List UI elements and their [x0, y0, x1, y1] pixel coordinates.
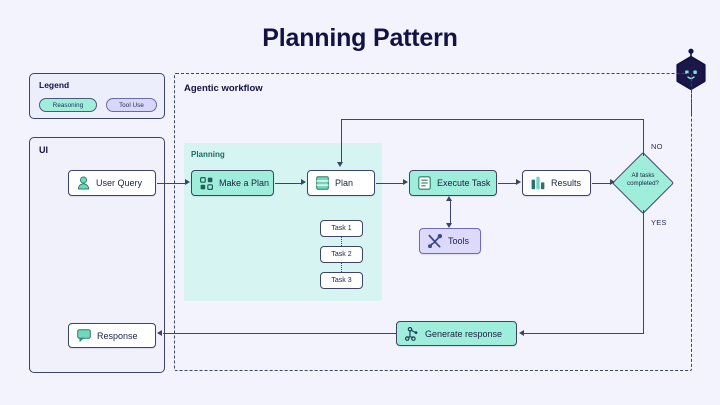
planning-region-title: Planning	[191, 150, 225, 159]
node-response[interactable]: Response	[68, 323, 156, 348]
edge-arrowhead	[157, 330, 162, 336]
node-results[interactable]: Results	[522, 170, 591, 196]
edge-arrowhead	[403, 179, 408, 186]
edge-arrowhead	[337, 162, 343, 167]
task-chip: Task 1	[320, 220, 363, 237]
document-icon	[418, 176, 431, 190]
edge-make-a-plan-to-plan	[275, 182, 301, 184]
message-icon	[77, 329, 91, 342]
task-connector-dots	[341, 263, 342, 272]
edge-arrowhead	[516, 179, 521, 186]
node-response-label: Response	[97, 330, 138, 341]
node-execute-task-label: Execute Task	[437, 178, 491, 188]
node-user-query[interactable]: User Query	[68, 170, 156, 196]
task-connector-dots	[341, 237, 342, 246]
edge-user-query-to-make-a-plan	[157, 182, 185, 184]
decision-all-tasks-completed[interactable]: All tasks completed?	[611, 151, 675, 215]
edge-arrowhead	[185, 179, 190, 186]
node-generate-response[interactable]: Generate response	[396, 321, 517, 346]
edge-no-vertical	[642, 120, 644, 156]
edge-plan-to-execute-task	[376, 182, 403, 184]
edge-results-to-decision	[592, 182, 612, 184]
edge-arrowhead	[446, 223, 452, 228]
page-title: Planning Pattern	[262, 24, 458, 52]
agentic-workflow-panel	[174, 73, 692, 371]
edge-label-yes: YES	[651, 218, 667, 227]
edge-no-horizontal	[341, 119, 644, 121]
edge-yes-vertical	[642, 210, 644, 334]
edge-arrowhead	[301, 179, 306, 186]
user-icon	[77, 176, 90, 190]
legend-panel: Legend Reasoning Tool Use	[29, 73, 165, 119]
edge-arrowhead	[446, 196, 452, 201]
edge-execute-task-tools	[449, 201, 451, 225]
node-plan[interactable]: Plan	[307, 170, 375, 196]
grid-icon	[200, 176, 213, 190]
edge-arrowhead	[610, 179, 615, 186]
edge-yes-horizontal	[524, 333, 643, 335]
edge-arrowhead	[519, 330, 524, 336]
legend-badge-tool-use: Tool Use	[106, 98, 157, 112]
ui-panel-title: UI	[39, 145, 48, 155]
decision-label: All tasks completed?	[611, 172, 675, 189]
node-user-query-label: User Query	[96, 178, 143, 188]
legend-badge-reasoning: Reasoning	[39, 98, 97, 112]
legend-title: Legend	[39, 80, 70, 90]
node-generate-response-label: Generate response	[425, 328, 503, 339]
edge-label-no: NO	[651, 142, 663, 151]
edge-execute-task-to-results	[498, 182, 516, 184]
bar-chart-icon	[531, 176, 545, 190]
edge-generate-response-to-response	[163, 333, 397, 335]
node-make-a-plan[interactable]: Make a Plan	[191, 170, 274, 196]
task-chip: Task 3	[320, 272, 363, 289]
agentic-workflow-title: Agentic workflow	[184, 83, 263, 94]
tools-icon	[428, 234, 442, 248]
node-execute-task[interactable]: Execute Task	[409, 170, 497, 196]
decision-label-line2: completed?	[627, 180, 659, 188]
task-chip: Task 2	[320, 246, 363, 263]
decision-label-line1: All tasks	[631, 172, 655, 179]
network-icon	[405, 326, 419, 341]
node-tools[interactable]: Tools	[419, 228, 481, 254]
robot-connector-dashed	[691, 90, 692, 114]
stack-icon	[316, 176, 329, 190]
node-results-label: Results	[551, 178, 582, 188]
node-plan-label: Plan	[335, 178, 354, 188]
edge-no-down-to-plan	[340, 119, 342, 163]
node-tools-label: Tools	[448, 236, 470, 246]
node-make-a-plan-label: Make a Plan	[219, 178, 270, 188]
